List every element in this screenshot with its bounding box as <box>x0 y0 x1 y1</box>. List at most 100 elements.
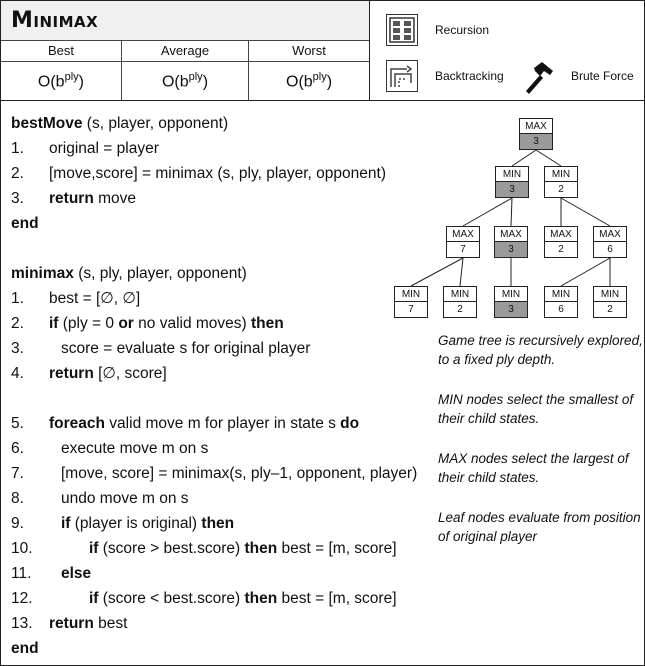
code-keyword: return <box>49 615 94 632</box>
node-value: 3 <box>496 182 528 197</box>
code-line: 6.execute move m on s <box>11 436 208 461</box>
line-number: 8. <box>11 490 24 507</box>
node-value: 6 <box>558 304 564 315</box>
line-number: 11. <box>11 565 32 582</box>
title-bar: Minimax <box>1 1 369 41</box>
code-text: valid move m for player in state s <box>105 415 341 432</box>
code-text: best = [m, score] <box>277 540 397 557</box>
code-text: score = evaluate s for original player <box>61 340 311 357</box>
node-value: 2 <box>457 304 463 315</box>
code-keyword: end <box>11 640 39 657</box>
code-line: bestMove (s, player, opponent) <box>11 111 228 136</box>
node-type: MAX <box>545 227 577 242</box>
page-title: Minimax <box>11 8 99 33</box>
code-line: 8. undo move m on s <box>11 486 189 511</box>
code-keyword: or <box>118 315 134 332</box>
notes: Game tree is recursively explored, to a … <box>438 331 643 567</box>
tree-edge <box>410 257 464 287</box>
code-text: [∅, score] <box>93 365 167 382</box>
code-line: 2.[move,score] = minimax (s, ply, player… <box>11 161 386 186</box>
code-keyword: if <box>49 315 59 332</box>
tree-edge <box>560 257 611 287</box>
code-line: 10.if (score > best.score) then best = [… <box>11 536 397 561</box>
category-backtracking: Backtracking <box>435 69 504 83</box>
line-number: 1. <box>11 140 24 157</box>
code-line: 7.[move, score] = minimax(s, ply–1, oppo… <box>11 461 417 486</box>
code-keyword: minimax <box>11 265 74 282</box>
complexity-exponent: ply <box>64 71 79 84</box>
code-text: no valid moves) <box>133 315 252 332</box>
tree-edge <box>462 197 513 227</box>
code-keyword: then <box>244 540 278 557</box>
code-keyword: return <box>49 190 94 207</box>
complexity-base: O(b <box>161 73 189 91</box>
code-line: minimax (s, ply, player, opponent) <box>11 261 247 286</box>
line-number: 2. <box>11 315 24 332</box>
line-number: 4. <box>11 365 24 382</box>
code-text: undo move m on s <box>61 490 189 507</box>
node-type: MIN <box>594 287 626 302</box>
complexity-close: ) <box>202 73 209 91</box>
tree-node: MIN 2 <box>593 286 627 318</box>
code-line: 11. else <box>11 561 91 586</box>
node-type: MIN <box>496 167 528 182</box>
complexity-header-worst: Worst <box>248 41 369 62</box>
tree-edge <box>459 257 464 287</box>
complexity-close: ) <box>78 73 84 91</box>
complexity-worst: O(bply) <box>249 61 369 101</box>
tree-edge <box>535 149 562 167</box>
code-keyword: do <box>340 415 360 432</box>
code-line: 5.foreach valid move m for player in sta… <box>11 411 359 436</box>
code-keyword: bestMove <box>11 115 83 132</box>
complexity-header-average: Average <box>121 41 250 62</box>
code-text: (player is original) <box>70 515 202 532</box>
node-type: MAX <box>447 227 479 242</box>
node-value: 2 <box>607 304 613 315</box>
code-line: 3.return move <box>11 186 136 211</box>
line-number: 10. <box>11 540 33 557</box>
code-keyword: foreach <box>49 415 105 432</box>
line-number: 9. <box>11 515 24 532</box>
code-keyword: then <box>244 590 278 607</box>
category-recursion: Recursion <box>435 23 490 37</box>
line-number: 13. <box>11 615 33 632</box>
hammer-icon <box>520 59 556 95</box>
tree-node: MIN 7 <box>394 286 428 318</box>
recursion-icon <box>386 14 418 46</box>
node-value: 3 <box>495 302 527 317</box>
node-type: MAX <box>495 227 527 242</box>
complexity-average: O(bply) <box>121 61 250 101</box>
code-keyword: end <box>11 215 39 232</box>
code-line: 9.if (player is original) then <box>11 511 234 536</box>
node-type: MIN <box>395 287 427 302</box>
node-value: 2 <box>558 244 564 255</box>
code-keyword: if <box>89 590 99 607</box>
code-keyword: return <box>49 365 94 382</box>
node-value: 3 <box>520 134 552 149</box>
line-number: 2. <box>11 165 24 182</box>
code-keyword: else <box>61 565 92 582</box>
code-text: best <box>93 615 128 632</box>
note-text: Leaf nodes evaluate from position of ori… <box>438 510 641 544</box>
node-type: MIN <box>545 287 577 302</box>
complexity-table: Best Average Worst O(bply) O(bply) O(bpl… <box>1 41 369 101</box>
code-line: 3.score = evaluate s for original player <box>11 336 310 361</box>
tree-node: MAX 2 <box>544 226 578 258</box>
complexity-base: O(b <box>37 73 65 91</box>
tree-edges <box>410 149 611 287</box>
tree-edge <box>511 149 537 167</box>
header-categories: Recursion Backtracking Brute Force <box>370 1 645 101</box>
complexity-header-best: Best <box>1 41 122 62</box>
code-keyword: if <box>61 515 71 532</box>
node-value: 7 <box>408 304 414 315</box>
complexity-base: O(b <box>286 73 313 91</box>
tree-edge <box>560 197 611 227</box>
code-text: (s, ply, player, opponent) <box>73 265 247 282</box>
code-text: (ply = 0 <box>58 315 119 332</box>
